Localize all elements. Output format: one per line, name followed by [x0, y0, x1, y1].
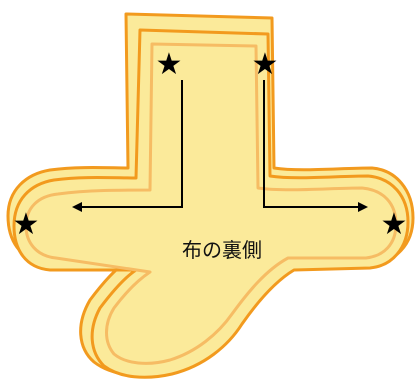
left-arrow: [72, 80, 183, 212]
fabric-shape-front-layer: [12, 28, 410, 379]
star-marker-top-left: ★: [156, 47, 183, 82]
star-marker-left: ★: [13, 207, 40, 242]
seam-line: [24, 42, 398, 365]
fabric-back-label: 布の裏側: [182, 238, 262, 262]
right-arrow: [263, 80, 368, 212]
star-marker-right: ★: [381, 207, 408, 242]
star-marker-top-right: ★: [252, 47, 279, 82]
